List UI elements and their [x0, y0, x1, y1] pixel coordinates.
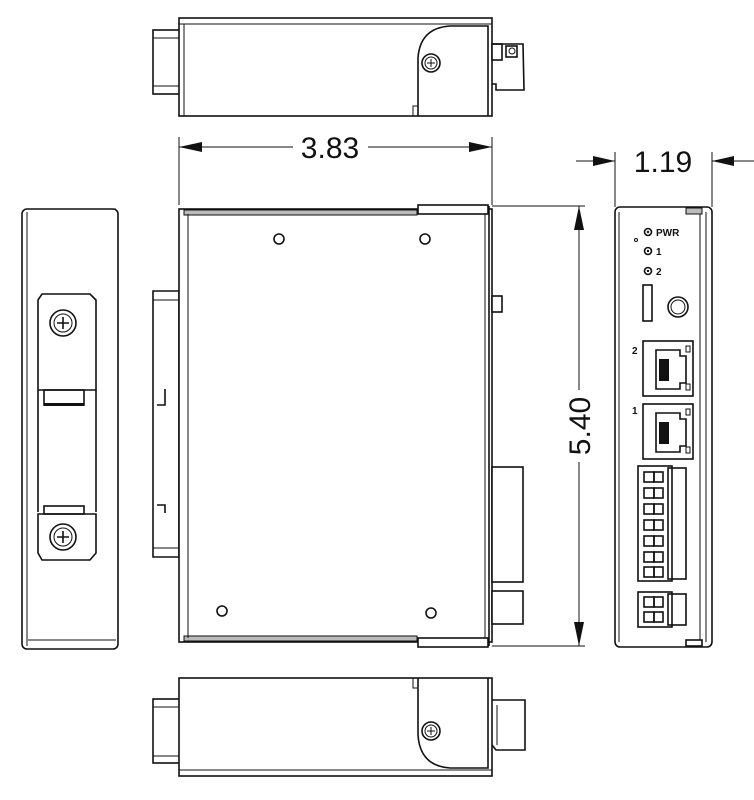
dimension-height-label: 5.40 — [564, 397, 597, 455]
dimension-depth-label: 1.19 — [634, 146, 692, 179]
led-2-label: 2 — [656, 267, 662, 278]
right-end-view: PWR 1 2 2 1 — [614, 206, 713, 648]
led-pwr-label: PWR — [656, 228, 680, 239]
port-1-label: 1 — [632, 406, 638, 417]
top-view — [152, 17, 525, 117]
rj45-port-2: 2 — [632, 340, 694, 397]
card-slot — [642, 284, 653, 322]
rj45-port-1: 1 — [632, 403, 694, 460]
port-2-label: 2 — [632, 346, 638, 357]
led-2: 2 — [643, 266, 662, 278]
dimension-height: 5.40 — [492, 205, 597, 647]
dimension-depth: 1.19 — [576, 146, 754, 207]
led-1-label: 1 — [656, 247, 662, 258]
bottom-view — [152, 677, 526, 777]
terminal-block-2pin — [637, 591, 687, 628]
led-1: 1 — [643, 246, 662, 258]
left-side-view — [21, 208, 119, 650]
dimension-width: 3.83 — [178, 132, 493, 205]
dimension-width-label: 3.83 — [301, 132, 359, 165]
front-view — [152, 204, 524, 648]
terminal-block-7pin — [637, 465, 687, 582]
reset-button-icon — [667, 296, 689, 318]
led-pwr: PWR — [643, 227, 680, 239]
